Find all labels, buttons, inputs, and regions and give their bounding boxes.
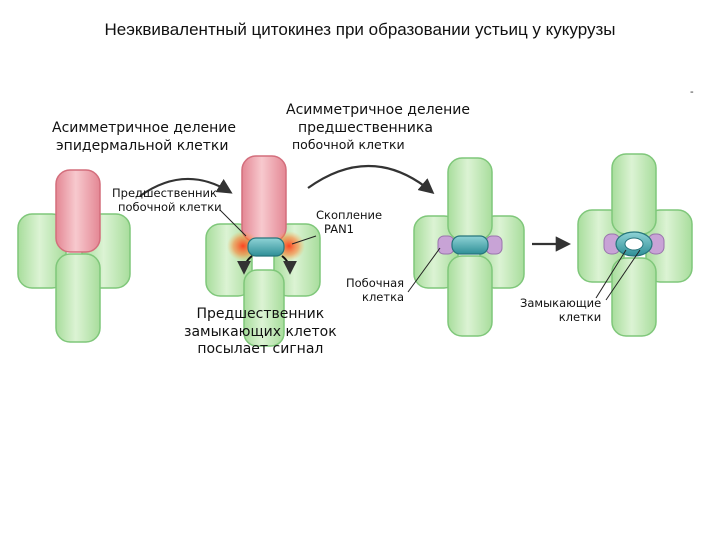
label-subsidiary-precursor: Предшественник побочной клетки [112, 186, 222, 215]
leader-guard-right [605, 249, 641, 301]
label-guard-cells: Замыкающие клетки [520, 296, 601, 325]
panel-4-guard-cells [577, 153, 693, 337]
label-line: клетки [558, 310, 602, 325]
panel-3-subsidiary [413, 157, 525, 337]
signal-arrow-left [237, 255, 253, 275]
epidermal-cell [447, 255, 493, 337]
label-asymmetric-subsidiary: Асимметричное деление предшественника по… [286, 102, 470, 153]
label-line: Асимметричное деление [286, 102, 471, 118]
label-line: Скопление [316, 208, 383, 222]
slide-title: Неэквивалентный цитокинез при образовани… [104, 20, 616, 39]
label-line: Предшественник [112, 186, 217, 200]
label-line: посылает сигнал [197, 341, 324, 357]
label-line: Асимметричное деление [52, 120, 237, 136]
leader-subsidiary-precursor [219, 209, 247, 237]
label-line: Предшественник [196, 306, 325, 322]
label-line: клетка [362, 290, 405, 305]
label-line: Замыкающие [520, 296, 602, 310]
label-line: побочной клетки [292, 137, 405, 152]
label-line: замыкающих клеток [184, 323, 337, 340]
leader-subsidiary-cell [407, 247, 441, 293]
label-pan1: Скопление PAN1 [316, 208, 382, 237]
label-subsidiary-cell: Побочная клетка [346, 276, 404, 305]
epidermal-cell [243, 269, 285, 347]
leader-guard-left [595, 249, 627, 299]
label-line: эпидермальной клетки [56, 137, 229, 154]
panel-2-signal [205, 155, 321, 347]
label-guard-mother-signal: Предшественник замыкающих клеток посылае… [184, 306, 337, 359]
corner-mark: - [690, 86, 694, 98]
epidermal-cell [611, 257, 657, 337]
epidermal-cell [611, 153, 657, 235]
process-arrow-1 [139, 177, 233, 197]
guard-mother-cell [247, 237, 285, 257]
panel-1-epidermal-division [17, 169, 131, 343]
leader-pan1 [291, 235, 317, 245]
label-line: Побочная [346, 276, 405, 290]
label-asymmetric-epidermal: Асимметричное деление эпидермальной клет… [52, 120, 236, 155]
label-line: PAN1 [324, 222, 354, 237]
epidermal-cell [447, 157, 493, 241]
process-arrow-2 [307, 164, 435, 194]
stomatal-pore [624, 237, 644, 251]
signal-arrow-right [281, 255, 297, 275]
subsidiary-precursor-cell [241, 155, 287, 243]
guard-mother-cell-precursor [55, 169, 101, 253]
label-line: предшественника [298, 119, 433, 136]
epidermal-cell [55, 253, 101, 343]
guard-mother-cell [451, 235, 489, 255]
label-line: побочной клетки [118, 200, 222, 215]
